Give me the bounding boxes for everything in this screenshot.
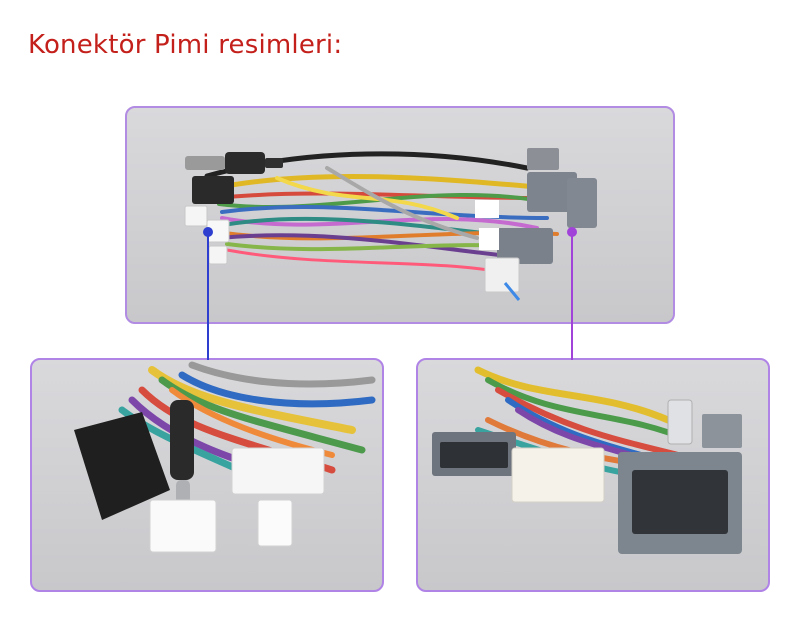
harness-overview-image [125, 106, 675, 324]
gray-connector-closeup-image [416, 358, 770, 592]
white-connector-closeup-image [30, 358, 384, 592]
page-title: Konektör Pimi resimleri: [28, 30, 343, 60]
